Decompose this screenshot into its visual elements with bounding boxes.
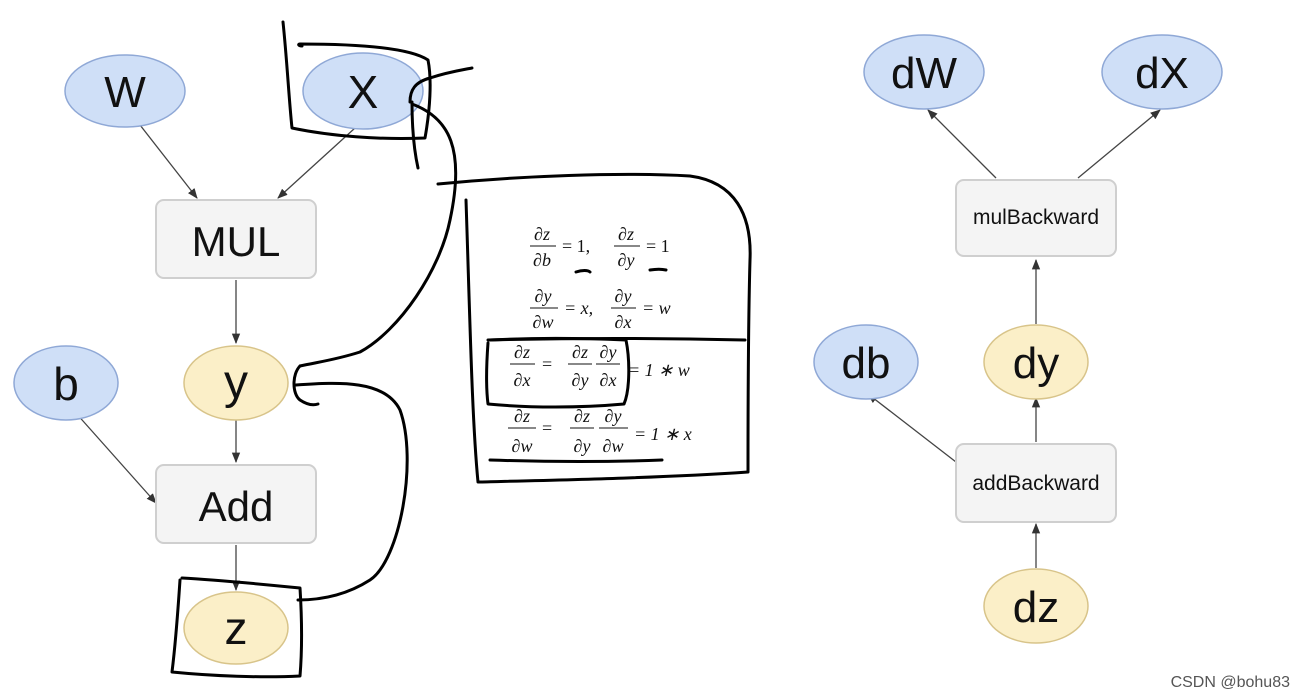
- node-mulbackward: mulBackward: [955, 179, 1117, 257]
- derivative-equations: ∂z ∂b = 1, ∂z ∂y = 1 ∂y ∂w = x, ∂y ∂x = …: [508, 224, 692, 456]
- svg-text:∂y: ∂y: [615, 286, 632, 306]
- handdrawn-annotations: [170, 20, 752, 679]
- node-add: Add: [155, 464, 317, 544]
- svg-text:∂w: ∂w: [512, 436, 533, 456]
- node-mulbackward-label: mulBackward: [973, 206, 1099, 229]
- node-y: y: [183, 345, 289, 421]
- svg-text:∂z: ∂z: [574, 406, 590, 426]
- node-dx-label: dX: [1135, 49, 1189, 98]
- svg-text:∂y: ∂y: [535, 286, 552, 306]
- watermark: CSDN @bohu83: [1170, 674, 1290, 691]
- svg-text:∂b: ∂b: [533, 250, 551, 270]
- edge-b-to-add: [74, 411, 157, 504]
- node-dz-label: dz: [1013, 583, 1059, 632]
- eq4-rhs: = 1 ∗ x: [634, 424, 692, 444]
- edge-mulbackward-to-dw: [927, 109, 997, 179]
- ink-box-around-dzdx: [485, 337, 631, 409]
- node-y-label: y: [224, 356, 248, 409]
- ink-x-to-y-curve: [298, 102, 458, 368]
- edge-mulbackward-to-dx: [1077, 109, 1161, 179]
- eq3-rhs: = 1 ∗ w: [628, 360, 690, 380]
- ink-equation-underline: [488, 458, 664, 463]
- ink-box-around-z: [170, 576, 303, 679]
- svg-text:∂y: ∂y: [605, 406, 622, 426]
- node-dy: dy: [983, 324, 1089, 400]
- eq1-rhs2: = 1: [646, 236, 670, 256]
- node-addbackward: addBackward: [955, 443, 1117, 523]
- svg-text:∂x: ∂x: [600, 370, 617, 390]
- equation-row-3: ∂z ∂x = ∂z ∂y ∂y ∂x = 1 ∗ w: [510, 342, 690, 390]
- node-dw: dW: [863, 34, 985, 110]
- node-b: b: [13, 345, 119, 421]
- node-z-label: z: [225, 602, 248, 654]
- node-x-label: X: [348, 66, 379, 118]
- eq2-rhs1: = x,: [564, 298, 593, 318]
- node-dw-label: dW: [891, 49, 957, 98]
- svg-text:=: =: [542, 418, 552, 438]
- ink-y-bracket: [292, 364, 320, 407]
- equation-row-4: ∂z ∂w = ∂z ∂y ∂y ∂w = 1 ∗ x: [508, 406, 692, 456]
- node-dy-label: dy: [1013, 339, 1059, 388]
- node-mul: MUL: [155, 199, 317, 279]
- node-z: z: [183, 591, 289, 665]
- equation-row-2: ∂y ∂w = x, ∂y ∂x = w: [530, 286, 671, 332]
- svg-text:∂y: ∂y: [572, 370, 589, 390]
- backward-edges: [867, 109, 1161, 568]
- svg-text:∂y: ∂y: [600, 342, 617, 362]
- node-x: X: [302, 52, 424, 130]
- svg-text:∂y: ∂y: [618, 250, 635, 270]
- node-w-label: W: [104, 68, 146, 117]
- svg-text:∂z: ∂z: [514, 406, 530, 426]
- node-mul-label: MUL: [192, 218, 281, 265]
- svg-text:∂x: ∂x: [514, 370, 531, 390]
- equation-row-1: ∂z ∂b = 1, ∂z ∂y = 1: [530, 224, 670, 270]
- node-w: W: [64, 54, 186, 128]
- svg-text:∂z: ∂z: [572, 342, 588, 362]
- eq1-rhs1: = 1,: [562, 236, 590, 256]
- forward-edges: [74, 124, 356, 592]
- svg-text:∂z: ∂z: [534, 224, 550, 244]
- ink-mark-2: [648, 267, 668, 272]
- eq2-rhs2: = w: [642, 298, 671, 318]
- svg-text:∂z: ∂z: [618, 224, 634, 244]
- edge-x-to-mul: [277, 127, 356, 199]
- ink-box-around-x: [281, 20, 432, 141]
- node-db: db: [813, 324, 919, 400]
- ink-y-to-z-curve: [294, 381, 409, 602]
- ink-mark-1: [574, 269, 592, 274]
- node-dx: dX: [1101, 34, 1223, 110]
- svg-text:∂y: ∂y: [574, 436, 591, 456]
- edge-addbackward-to-db: [867, 393, 957, 463]
- svg-text:∂z: ∂z: [514, 342, 530, 362]
- ink-x-scribble: [408, 66, 474, 170]
- svg-text:∂w: ∂w: [533, 312, 554, 332]
- edge-w-to-mul: [139, 124, 198, 199]
- node-addbackward-label: addBackward: [972, 472, 1099, 495]
- node-add-label: Add: [199, 483, 274, 530]
- node-b-label: b: [53, 358, 79, 410]
- node-dz: dz: [983, 568, 1089, 644]
- svg-text:∂x: ∂x: [615, 312, 632, 332]
- svg-text:=: =: [542, 354, 552, 374]
- node-db-label: db: [842, 339, 891, 388]
- ink-box-around-equations: [436, 172, 752, 484]
- svg-text:∂w: ∂w: [603, 436, 624, 456]
